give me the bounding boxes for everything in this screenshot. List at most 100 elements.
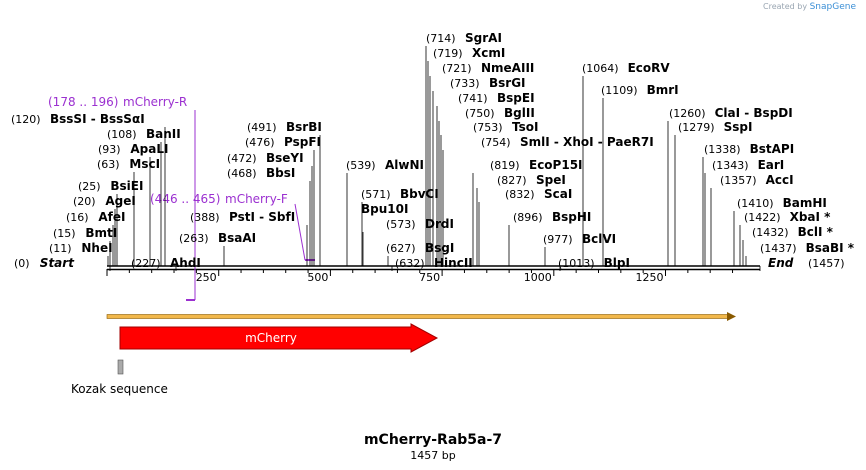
enzyme-name: ScaI <box>544 187 572 201</box>
enzyme-site[interactable]: (388)PstI - SbfI <box>190 210 308 266</box>
enzyme-position: (741) <box>458 92 488 105</box>
enzyme-position: (571) <box>361 188 391 201</box>
enzyme-site[interactable]: (1279)SspI <box>674 120 752 266</box>
kozak-feature[interactable]: Kozak sequence <box>71 359 168 396</box>
enzyme-name: BspHI <box>552 210 591 224</box>
enzyme-site[interactable]: (11) NheI <box>49 241 113 266</box>
enzyme-site[interactable]: (741)BspEI <box>436 91 535 266</box>
enzyme-site[interactable]: (753)TsoI <box>440 120 538 266</box>
enzyme-position: (16) <box>66 211 89 224</box>
enzyme-site[interactable]: (0)Start <box>14 256 111 271</box>
enzyme-site[interactable]: (468)BbsI <box>227 166 311 266</box>
enzyme-site[interactable]: (16)AfeI <box>66 210 126 266</box>
enzyme-site[interactable]: (571)BbvCI <box>361 187 439 266</box>
enzyme-name: BsgI <box>425 241 454 255</box>
enzyme-site[interactable]: (1109)BmrI <box>601 83 679 266</box>
enzyme-site[interactable]: (15)BmtI <box>53 226 117 266</box>
enzyme-name: XcmI <box>472 46 505 60</box>
enzyme-position: (832) <box>505 188 535 201</box>
enzyme-site[interactable]: (733)BsrGI <box>432 76 526 266</box>
enzyme-site[interactable]: (1064)EcoRV <box>582 61 670 266</box>
enzyme-site[interactable]: (573)DrdI <box>362 217 454 266</box>
backbone <box>107 265 760 271</box>
enzyme-name: BclI * <box>798 225 834 239</box>
enzyme-site[interactable]: (491)BsrBI <box>247 120 322 266</box>
enzyme-site[interactable]: (1260)ClaI - BspDI <box>667 106 793 266</box>
enzyme-site[interactable]: (827)SpeI <box>476 173 566 266</box>
primer-r-name: mCherry-R <box>123 95 187 109</box>
enzyme-site[interactable]: (1422)XbaI * <box>739 210 832 266</box>
enzyme-position: (1410) <box>737 197 774 210</box>
credit-prefix: Created by <box>763 2 808 11</box>
enzyme-site[interactable]: (819)EcoP15I <box>472 158 583 266</box>
enzyme-position: (1279) <box>678 121 715 134</box>
enzyme-site[interactable]: (108) BanII <box>107 127 181 266</box>
enzyme-site[interactable]: (1338)BstAPI <box>702 142 794 266</box>
enzyme-position: (1437) <box>760 242 797 255</box>
enzyme-site[interactable]: (1437) BsaBI * <box>745 241 855 266</box>
enzyme-name: NheI <box>81 241 112 255</box>
enzyme-name: EcoP15I <box>529 158 583 172</box>
enzyme-site[interactable]: (832) ScaI <box>478 187 572 266</box>
enzyme-site[interactable]: (750)BglII <box>438 106 535 266</box>
enzyme-name: BsrBI <box>286 120 322 134</box>
enzyme-name: BssSI - BssSαI <box>50 112 145 126</box>
enzyme-name: SgrAI <box>465 31 502 45</box>
enzyme-site[interactable]: (472)BseYI <box>227 151 313 266</box>
enzyme-site[interactable]: (120)BssSI - BssSαI <box>11 112 166 266</box>
enzyme-site[interactable]: Bpu10I <box>361 202 408 216</box>
orf-arrow <box>106 312 736 321</box>
enzyme-name: XbaI * <box>790 210 832 224</box>
mcherry-feature[interactable]: mCherry <box>119 323 439 353</box>
enzyme-position: (388) <box>190 211 220 224</box>
enzyme-site[interactable]: (977)BclVI <box>543 232 616 266</box>
ruler-label: 1000 <box>524 271 552 284</box>
enzyme-position: (108) <box>107 128 137 141</box>
primer-f-name: mCherry-F <box>225 192 288 206</box>
enzyme-site[interactable]: (539)AlwNI <box>346 158 424 266</box>
enzyme-site[interactable]: (714) SgrAI <box>425 31 502 266</box>
primer-mcherry-r[interactable]: (178 .. 196) mCherry-R <box>48 95 196 301</box>
enzyme-site[interactable]: (25)BsiEI <box>78 179 143 266</box>
enzyme-site[interactable]: (93)ApaLI <box>98 142 168 266</box>
enzyme-name: BclVI <box>582 232 616 246</box>
enzyme-site[interactable]: (1357)AccI <box>710 173 794 266</box>
enzyme-site[interactable]: (1013) BlpI <box>558 256 630 271</box>
kozak-label: Kozak sequence <box>71 382 168 396</box>
enzyme-name: SmlI - XhoI - PaeR7I <box>520 135 654 149</box>
enzyme-name: BglII <box>504 106 535 120</box>
enzyme-position: (476) <box>245 136 275 149</box>
enzyme-site[interactable]: (896)BspHI <box>508 210 591 266</box>
enzyme-site[interactable]: (754)SmlI - XhoI - PaeR7I <box>442 135 654 266</box>
enzyme-position: (0) <box>14 257 30 270</box>
enzyme-position: (539) <box>346 159 376 172</box>
enzyme-position: (11) <box>49 242 72 255</box>
enzyme-site[interactable]: (1410) BamHI <box>733 196 827 266</box>
primer-mcherry-f[interactable]: (446 .. 465) mCherry-F <box>150 192 315 261</box>
enzyme-site[interactable]: (476)PspFI <box>245 135 321 266</box>
enzyme-site[interactable]: (263)BsaAI <box>179 231 256 266</box>
enzyme-site[interactable]: (20)AgeI <box>73 194 136 266</box>
ruler-label: 750 <box>419 271 440 284</box>
enzyme-name: BlpI <box>604 256 630 270</box>
enzyme-name: BamHI <box>783 196 827 210</box>
enzyme-site[interactable]: (227)AhdI <box>131 256 201 271</box>
enzyme-site[interactable]: (632)HincII <box>391 256 473 271</box>
enzyme-position: (714) <box>426 32 456 45</box>
enzyme-position: (627) <box>386 242 416 255</box>
enzyme-site[interactable]: (1432)BclI * <box>742 225 834 266</box>
enzyme-site[interactable]: (627) BsgI <box>386 241 454 266</box>
enzyme-site[interactable]: (721)NmeAIII <box>429 61 534 266</box>
enzyme-name: ApaLI <box>130 142 168 156</box>
enzyme-site[interactable]: (63)MscI <box>97 157 160 266</box>
enzyme-position: (472) <box>227 152 257 165</box>
enzyme-site[interactable]: (1343)EarI <box>704 158 784 266</box>
enzyme-site[interactable]: End(1457) <box>759 256 845 271</box>
enzyme-name: AccI <box>766 173 794 187</box>
enzyme-name: BsaBI * <box>806 241 855 255</box>
enzyme-name: BanII <box>146 127 181 141</box>
enzyme-name: BbsI <box>266 166 295 180</box>
enzyme-position: (1013) <box>558 257 595 270</box>
enzyme-site[interactable]: (719)XcmI <box>427 46 505 266</box>
